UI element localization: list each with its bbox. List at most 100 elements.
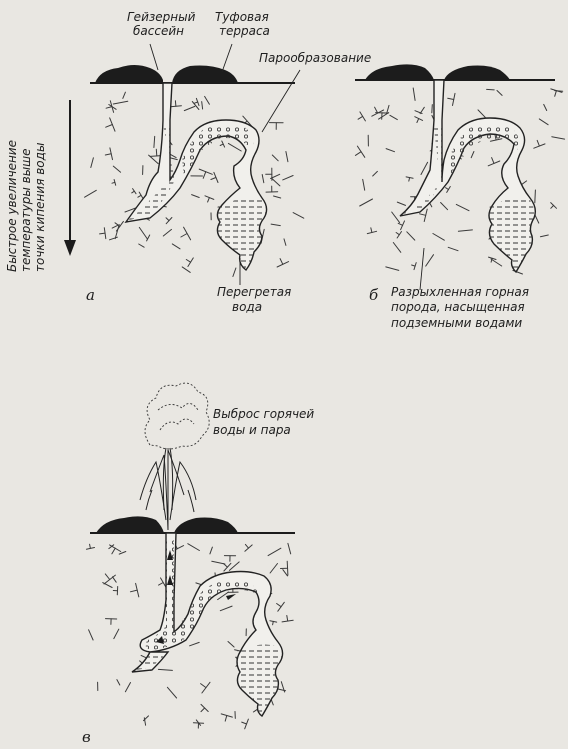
rock-fragment — [201, 708, 205, 712]
sinter-crust-b-left — [365, 64, 434, 80]
rock-fragment — [188, 544, 200, 551]
rock-fragment — [190, 642, 200, 645]
rock-fragment — [181, 234, 187, 238]
rock-fragment — [208, 198, 210, 202]
rock-fragment — [272, 178, 280, 186]
sinter-crust-left — [95, 65, 163, 83]
rock-fragment — [420, 214, 426, 216]
rock-fragment — [166, 218, 169, 221]
rock-fragment — [125, 683, 130, 692]
rock-fragment — [386, 149, 394, 152]
rock-fragment — [106, 125, 113, 128]
rock-fragment — [478, 110, 485, 117]
rock-fragment — [205, 96, 210, 104]
rock-fragment — [114, 629, 119, 638]
rock-fragment — [373, 171, 378, 176]
label-superheated-2: вода — [232, 300, 262, 314]
panel-label-c: в — [82, 728, 91, 746]
rock-fragment — [117, 680, 120, 685]
rock-fragment — [407, 232, 415, 240]
rock-fragment — [106, 107, 112, 109]
label-geyser-basin-2: бассейн — [133, 24, 184, 38]
rock-fragment — [355, 152, 361, 156]
rock-fragment — [210, 547, 213, 554]
rock-fragment — [182, 267, 190, 273]
rock-fragment — [284, 239, 286, 246]
rock-fragment — [390, 115, 397, 119]
panel-a-rock-texture — [85, 92, 304, 276]
rock-fragment — [396, 233, 399, 235]
rock-fragment — [487, 89, 495, 90]
rock-fragment — [413, 88, 415, 100]
label-side-3: точки кипения воды — [33, 143, 47, 272]
rock-fragment — [456, 204, 469, 210]
rock-fragment — [539, 119, 548, 125]
rock-fragment — [203, 172, 206, 179]
label-eruption-1: Выброс горячей — [213, 407, 314, 421]
rock-fragment — [412, 265, 416, 266]
rock-fragment — [360, 199, 373, 206]
rock-fragment — [397, 202, 405, 205]
rock-fragment — [398, 223, 402, 225]
rock-fragment — [158, 669, 172, 670]
rock-fragment — [245, 544, 248, 548]
rock-fragment — [552, 137, 565, 139]
label-tuff-terrace-2: терраса — [219, 24, 270, 38]
rock-fragment — [100, 233, 106, 234]
rock-fragment — [555, 91, 557, 97]
rock-fragment — [192, 195, 200, 198]
rock-fragment — [280, 259, 283, 265]
label-loose-rock-3: подземными водами — [391, 316, 522, 330]
rock-fragment — [105, 154, 111, 155]
rock-fragment — [544, 104, 547, 110]
rock-fragment — [242, 722, 247, 724]
rock-fragment — [139, 244, 144, 247]
rock-fragment — [363, 179, 365, 190]
sinter-crust-b-right — [444, 66, 510, 81]
rock-fragment — [90, 544, 91, 548]
rock-fragment — [371, 228, 372, 233]
rock-fragment — [184, 106, 195, 110]
rock-fragment — [409, 178, 410, 182]
label-eruption-2: воды и пара — [213, 423, 291, 437]
rock-fragment — [446, 188, 449, 190]
rock-fragment — [220, 606, 232, 611]
label-loose-rock-1: Разрыхленная горная — [391, 285, 529, 299]
panel-b-rock-texture — [355, 88, 564, 274]
label-side-1: Быстрое увеличение — [5, 140, 19, 272]
rock-fragment — [537, 140, 539, 146]
rock-fragment — [293, 213, 304, 219]
rock-fragment — [139, 227, 147, 239]
sinter-crust-c-right — [174, 518, 238, 534]
rock-fragment — [233, 268, 236, 277]
panel-label-b: б — [369, 286, 379, 304]
rock-fragment — [274, 196, 281, 198]
panel-label-a: а — [86, 286, 95, 304]
sinter-crust-right — [172, 66, 238, 84]
rock-fragment — [113, 101, 128, 104]
rock-fragment — [262, 175, 264, 183]
rock-fragment — [270, 564, 277, 574]
rock-fragment — [535, 190, 536, 203]
rock-fragment — [112, 225, 118, 228]
rock-fragment — [432, 105, 433, 113]
rock-fragment — [283, 570, 288, 576]
rock-fragment — [448, 98, 454, 99]
rock-fragment — [112, 182, 115, 183]
rock-fragment — [113, 577, 117, 582]
rock-fragment — [163, 229, 171, 236]
rock-fragment — [167, 687, 176, 698]
rock-fragment — [471, 152, 474, 158]
rock-fragment — [225, 716, 227, 722]
label-superheated-1: Перегретая — [217, 285, 291, 299]
rock-fragment — [105, 574, 109, 580]
rock-fragment — [175, 101, 176, 107]
rock-fragment — [113, 166, 120, 172]
rock-fragment — [186, 260, 190, 263]
leader-geyser-basin — [150, 44, 158, 70]
rock-fragment — [458, 230, 472, 231]
rock-fragment — [426, 255, 434, 266]
rock-fragment — [159, 583, 164, 586]
rock-fragment — [379, 113, 389, 120]
